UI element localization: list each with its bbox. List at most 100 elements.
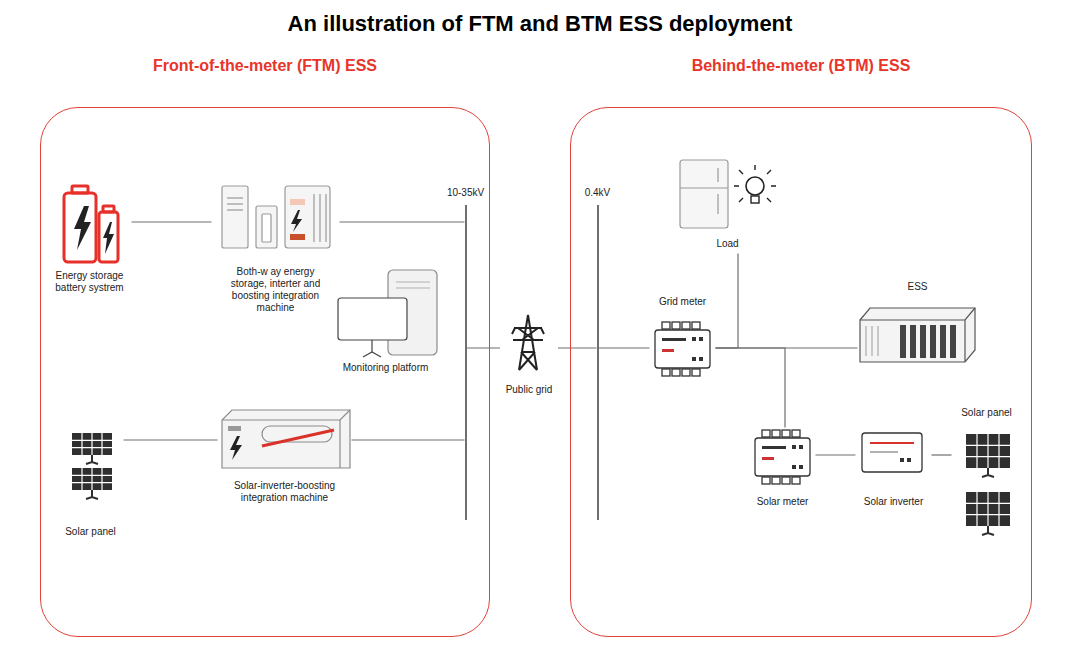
battery-icon: [99, 212, 118, 262]
storage-cabinet-icon: [319, 194, 320, 242]
solar-panel-icon: [72, 440, 112, 441]
storage-cabinet-icon: [227, 209, 243, 210]
storage-cabinet-icon: [222, 186, 248, 248]
node-label: Monitoring platform: [332, 362, 440, 374]
solar-machine-icon: [222, 410, 350, 468]
region-panel: Front-of-the-meter (FTM) ESSEnergy stora…: [40, 107, 490, 637]
grid-meter-icon: [682, 322, 690, 329]
battery-icon: [64, 186, 118, 262]
storage-cabinet-icon: [227, 203, 243, 204]
solar-meter-icon: [772, 430, 780, 437]
solar-meter-icon: [772, 477, 780, 484]
transmission-tower-icon: [512, 315, 544, 370]
grid-meter-icon: [692, 322, 700, 329]
solar-meter-icon: [755, 438, 810, 476]
grid-meter-icon: [672, 369, 680, 376]
node-label: Solar-inverter-boosting integration mach…: [224, 480, 346, 504]
battery-icon: [103, 222, 114, 254]
load-icon: [680, 160, 776, 228]
connector-line: [599, 347, 650, 348]
solar-panel-icon: [966, 456, 1010, 457]
battery-icon: [72, 186, 88, 193]
ess-container-icon: [860, 308, 975, 362]
solar-panel-node: Solar panel: [58, 428, 124, 544]
load-icon: [751, 196, 759, 203]
solar-meter-icon: [755, 430, 810, 484]
meter-node: Grid meter: [650, 295, 716, 380]
solar-inverter-icon: [870, 442, 914, 444]
ess-container-icon: [860, 308, 975, 362]
solar-panel-icon: [966, 434, 1010, 468]
battery-icon: [103, 206, 114, 212]
node-label: Both-w ay energy storage, interter and b…: [222, 266, 330, 314]
ess-container-icon: [940, 325, 946, 358]
node-label: 0.4kV: [585, 187, 611, 199]
monitor-icon: [338, 270, 437, 357]
node-label: Public grid: [500, 384, 558, 396]
connector-line: [467, 347, 501, 348]
grid-meter-icon: [699, 337, 703, 341]
solar-machine-icon: [222, 410, 350, 468]
connector-line: [932, 454, 952, 455]
solar-meter-icon: [782, 430, 790, 437]
solar-meter-icon: [792, 445, 796, 449]
solar-meter-icon: [782, 477, 790, 484]
connector-line: [340, 221, 465, 222]
solar-panel-icon: [976, 434, 977, 468]
solar-panel-node: Solar panel: [952, 406, 1022, 546]
node-label: Energy storage battery systrem: [48, 270, 132, 294]
load-icon: [746, 177, 764, 195]
inverter-node: Solar inverter: [856, 430, 932, 511]
solar-panel-icon: [81, 433, 82, 455]
ess-container-icon: [910, 325, 916, 358]
grid-meter-icon: [692, 357, 696, 361]
solar-meter-icon: [792, 477, 800, 484]
node-label: Solar panel: [58, 526, 124, 538]
ess-container-icon: [860, 308, 975, 362]
solar-panel-icon: [966, 514, 1010, 515]
solar-panel-icon: [72, 433, 112, 455]
grid-meter-icon: [692, 337, 696, 341]
solar-panel-icon: [987, 434, 988, 468]
solar-panel-icon: [966, 503, 1010, 504]
solar-panel-icon: [72, 468, 112, 490]
load-node: Load: [676, 156, 780, 254]
monitoring-node: Monitoring platform: [332, 266, 440, 380]
solar-panel-icon: [72, 447, 112, 448]
solar-inverter-icon: [870, 451, 898, 452]
node-label: Solar panel: [952, 407, 1022, 419]
solar-inverter-icon: [862, 433, 922, 472]
grid-meter-icon: [662, 349, 674, 352]
solar-machine-icon: [262, 430, 334, 446]
storage-cabinet-icon: [313, 194, 314, 242]
node-label: Load: [676, 238, 780, 250]
solar-machine-icon: [222, 410, 350, 420]
connector-line: [352, 439, 465, 440]
battery-node: Energy storage battery systrem: [48, 184, 132, 302]
solar-meter-icon: [792, 465, 796, 469]
solar-panel-icon: [976, 492, 977, 526]
connector-line: [124, 439, 218, 440]
node-label: 10-35kV: [447, 187, 484, 199]
solar-panel-icon: [86, 490, 98, 499]
ess-container-icon: [920, 325, 926, 358]
solar-panel-icon: [91, 468, 92, 490]
grid-meter-icon: [672, 322, 680, 329]
connector-line: [716, 348, 786, 428]
grid-meter-icon: [682, 369, 690, 376]
meter-node: Solar meter: [750, 428, 816, 511]
storage-cabinet-icon: [262, 214, 271, 242]
solar-panel-icon: [101, 468, 102, 490]
load-icon: [717, 168, 718, 182]
connector-line: [716, 254, 739, 349]
solar-panel-icon: [982, 468, 994, 477]
load-icon: [717, 194, 718, 214]
ess-container-icon: [877, 326, 878, 356]
solar-meter-icon: [762, 446, 786, 449]
storage-cabinet-icon: [290, 234, 305, 240]
solar-inverter-icon: [900, 458, 904, 462]
solar-panel-icon: [966, 492, 1010, 526]
storage-cabinet-icon: [285, 186, 330, 248]
